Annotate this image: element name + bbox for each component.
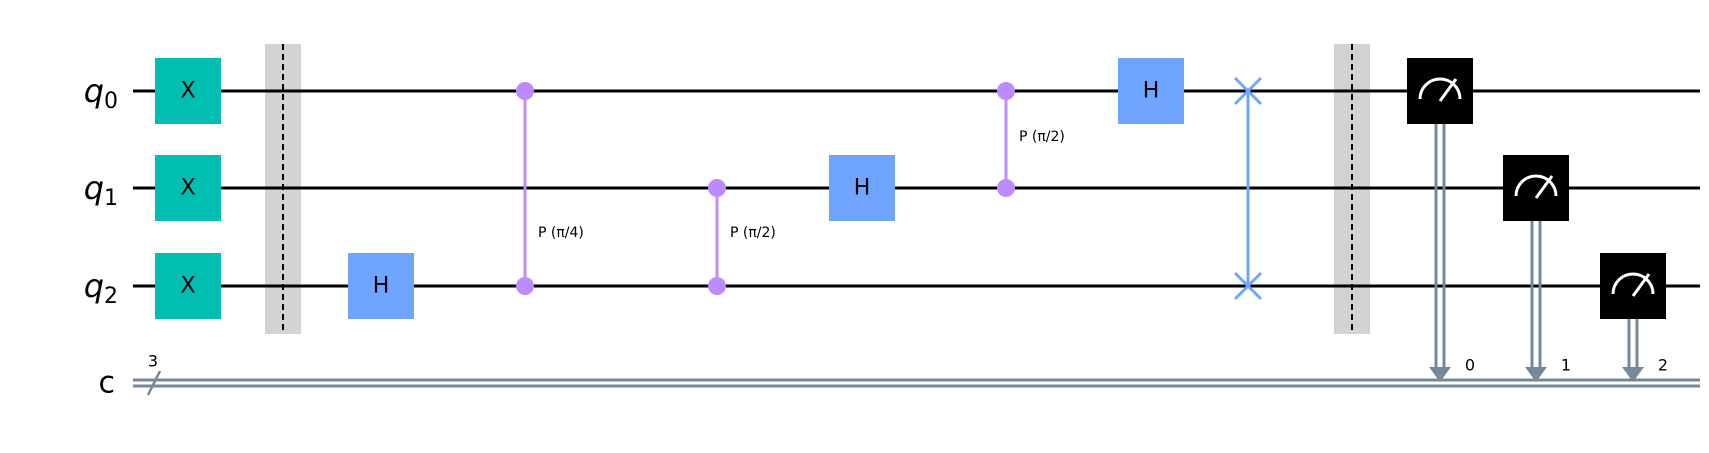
cphase-label-0: P (π/4) — [538, 225, 584, 241]
classical-register-label: c — [99, 366, 116, 401]
h-gate-label: H — [373, 274, 390, 299]
qubit-label-index: 1 — [104, 186, 118, 211]
qubit-label-index: 0 — [104, 89, 118, 114]
qubit-label-index: 2 — [104, 284, 118, 309]
qubit-label-name: q — [84, 169, 104, 207]
classical-bundle-slash — [146, 370, 162, 396]
meter-needle-icon — [1534, 175, 1554, 199]
x-gate-label: X — [180, 274, 195, 299]
meter-arc-icon — [1418, 77, 1462, 100]
qubit-label-1: q1 — [84, 169, 118, 211]
cphase-label-2: P (π/2) — [1019, 129, 1065, 145]
cphase-control-dot-0-a — [516, 82, 534, 100]
h-gate-label: H — [854, 176, 871, 201]
qubit-label-name: q — [84, 267, 104, 305]
cphase-label-1: P (π/2) — [730, 225, 776, 241]
x-gate-0 — [155, 58, 221, 124]
h-gate-label: H — [1143, 79, 1160, 104]
clbit-index-label-1: 1 — [1561, 356, 1571, 375]
h-gate-0 — [348, 253, 414, 319]
clbit-index-label-2: 2 — [1658, 356, 1668, 375]
measure-box-1 — [1503, 155, 1569, 221]
meter-arc-icon — [1611, 272, 1655, 295]
measure-box-2 — [1600, 253, 1666, 319]
swap-cross-0-b — [1233, 76, 1263, 106]
qubit-label-2: q2 — [84, 267, 118, 309]
swap-cross-1-b — [1233, 271, 1263, 301]
x-gate-1 — [155, 155, 221, 221]
h-gate-1 — [829, 155, 895, 221]
measure-arrow-0 — [1429, 367, 1451, 382]
measure-box-0 — [1407, 58, 1473, 124]
meter-needle-icon — [1438, 78, 1458, 102]
x-gate-label: X — [180, 176, 195, 201]
cphase-control-dot-2-b — [997, 179, 1015, 197]
classical-register-size: 3 — [148, 352, 158, 371]
cphase-control-dot-2-a — [997, 82, 1015, 100]
x-gate-2 — [155, 253, 221, 319]
meter-needle-icon — [1631, 273, 1651, 297]
qubit-label-0: q0 — [84, 72, 118, 114]
h-gate-2 — [1118, 58, 1184, 124]
x-gate-label: X — [180, 79, 195, 104]
cphase-control-dot-1-b — [708, 277, 726, 295]
cphase-control-dot-1-a — [708, 179, 726, 197]
measure-arrow-1 — [1525, 367, 1547, 382]
cphase-control-dot-0-b — [516, 277, 534, 295]
qubit-label-name: q — [84, 72, 104, 110]
clbit-index-label-0: 0 — [1465, 356, 1475, 375]
measure-arrow-2 — [1622, 367, 1644, 382]
meter-arc-icon — [1514, 174, 1558, 197]
